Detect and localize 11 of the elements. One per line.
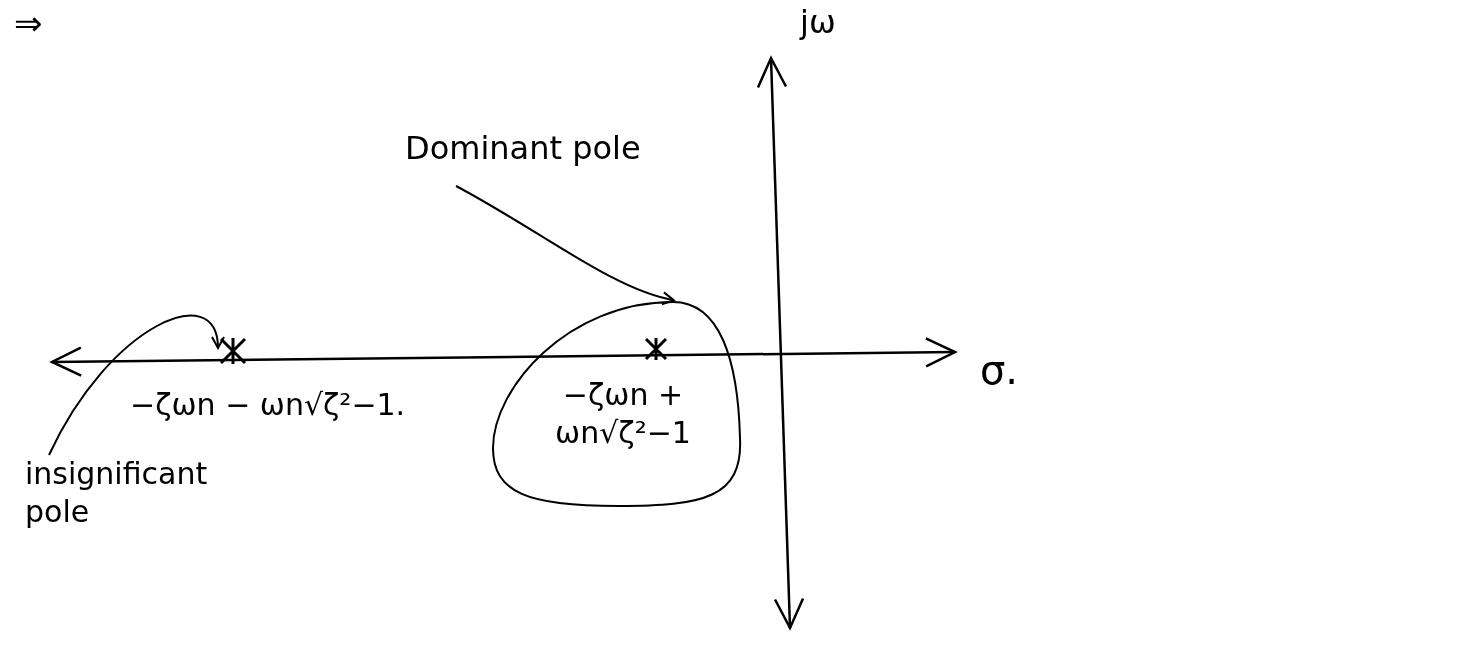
pole-value-label: −ζωn + ωn√ζ²−1 bbox=[554, 376, 692, 451]
axis-label: σ. bbox=[980, 346, 1019, 395]
pole-cross-mark bbox=[218, 336, 248, 366]
pole-cross-mark bbox=[643, 336, 669, 362]
pole-label: Dominant pole bbox=[405, 128, 705, 168]
pole-label: insignificant pole bbox=[25, 455, 225, 530]
leader-arrow bbox=[48, 314, 224, 456]
axis-label: jω bbox=[800, 2, 836, 42]
implies-symbol: ⇒ bbox=[14, 2, 43, 45]
leader-arrow bbox=[455, 185, 675, 305]
pole-value-label: −ζωn − ωn√ζ²−1. bbox=[130, 386, 406, 424]
